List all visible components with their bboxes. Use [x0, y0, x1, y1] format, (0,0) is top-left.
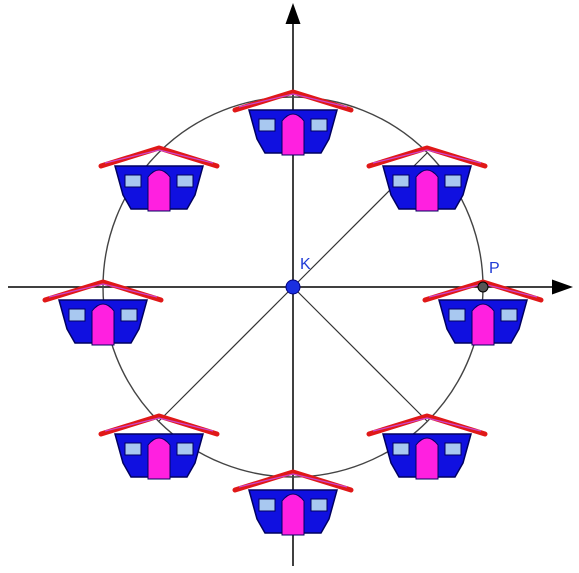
house-bottom-right: [369, 416, 485, 479]
center-point: [286, 280, 300, 294]
center-label: K: [300, 256, 311, 273]
spoke-sw: [159, 287, 293, 421]
point-p-label: P: [489, 260, 500, 277]
point-p: [478, 282, 488, 292]
spoke-se: [293, 287, 427, 421]
house-top-right: [369, 148, 485, 211]
house-bottom-left: [101, 416, 217, 479]
house-top-left: [101, 148, 217, 211]
